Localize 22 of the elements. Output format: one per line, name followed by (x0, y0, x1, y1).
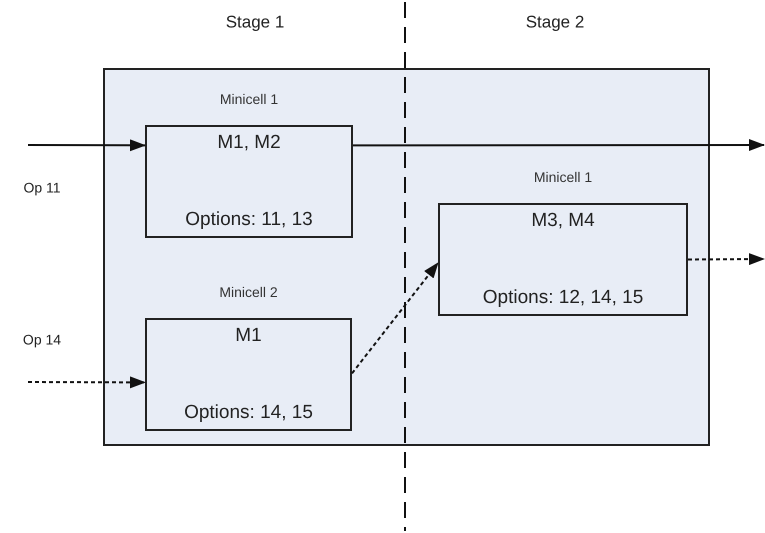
options-text: Options: 11, 13 (185, 208, 313, 232)
group-label: Minicell 1 (532, 168, 594, 187)
options-text: Options: 14, 15 (184, 401, 313, 425)
process-box (438, 203, 688, 316)
arrow (353, 139, 765, 151)
machine-text: M3, M4 (531, 209, 595, 233)
process-box (145, 125, 353, 238)
arrow (688, 253, 765, 266)
container-box (103, 68, 710, 446)
operation-label: Op 14 (22, 330, 62, 350)
stage-label: Stage 2 (526, 11, 584, 34)
machine-text: M1 (235, 324, 262, 348)
group-label: Minicell 1 (218, 90, 280, 109)
options-text: Options: 12, 14, 15 (482, 286, 644, 310)
arrow (28, 376, 146, 388)
group-label: Minicell 2 (218, 283, 279, 302)
operation-label: Op 11 (23, 178, 61, 198)
arrow (351, 262, 439, 374)
arrow (28, 139, 146, 152)
process-box (145, 318, 352, 431)
machine-text: M1, M2 (217, 131, 281, 155)
stage-label: Stage 1 (226, 11, 284, 34)
